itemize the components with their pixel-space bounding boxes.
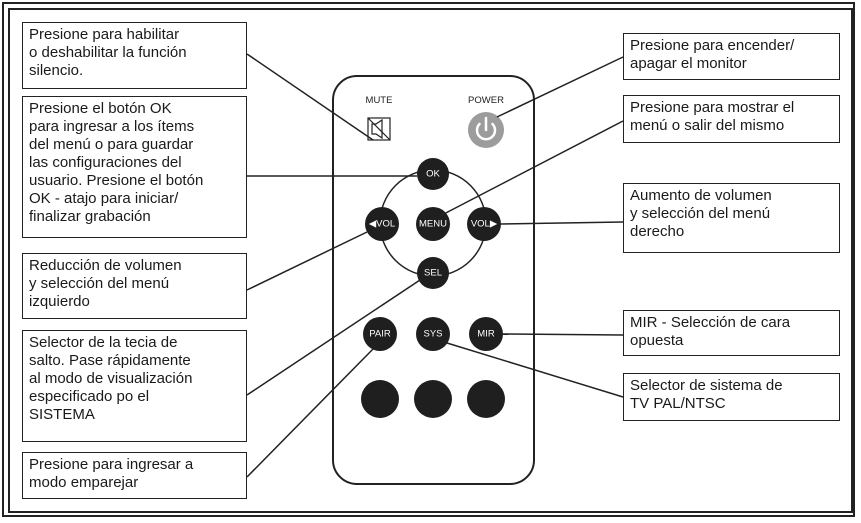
callout-ok: Presione el botón OK para ingresar a los… [22, 96, 247, 238]
pair-button-label: PAIR [369, 329, 391, 340]
sys-button[interactable]: SYS [416, 317, 450, 351]
leader-mute [246, 53, 374, 141]
outer-frame [2, 2, 855, 517]
mute-label: MUTE [366, 95, 393, 106]
leader-vol-right [500, 221, 624, 225]
pair-button[interactable]: PAIR [363, 317, 397, 351]
menu-button[interactable]: MENU [416, 207, 450, 241]
mir-button-label: MIR [477, 329, 495, 340]
inner-frame [8, 8, 853, 513]
callout-menu: Presione para mostrar el menú o salir de… [623, 95, 840, 143]
callout-sys: Selector de sistema de TV PAL/NTSC [623, 373, 840, 421]
callout-mir: MIR - Selección de cara opuesta [623, 310, 840, 356]
mir-button[interactable]: MIR [469, 317, 503, 351]
vol-right-button[interactable]: VOL▶ [467, 207, 501, 241]
sel-button-label: SEL [424, 268, 442, 279]
callout-pair: Presione para ingresar a modo emparejar [22, 452, 247, 499]
blank-button-2[interactable] [414, 380, 452, 418]
callout-vol-right: Aumento de volumen y selección del menú … [623, 183, 840, 253]
ok-button-label: OK [426, 169, 440, 180]
vol-left-button-label: ◀VOL [369, 219, 395, 230]
blank-button-1[interactable] [361, 380, 399, 418]
menu-button-label: MENU [419, 219, 447, 230]
ok-button[interactable]: OK [417, 158, 449, 190]
leader-power [496, 56, 624, 118]
leader-pair [246, 347, 375, 478]
leader-vol-left [246, 231, 368, 291]
leader-sys [446, 342, 624, 398]
callout-sel: Selector de la tecia de salto. Pase rápi… [22, 330, 247, 442]
sys-button-label: SYS [423, 329, 442, 340]
leader-mir [502, 333, 624, 336]
callout-vol-left: Reducción de volumen y selección del men… [22, 253, 247, 319]
sel-button[interactable]: SEL [417, 257, 449, 289]
leader-menu [439, 120, 624, 217]
power-button[interactable] [468, 112, 504, 148]
vol-left-button[interactable]: ◀VOL [365, 207, 399, 241]
callout-mute: Presione para habilitar o deshabilitar l… [22, 22, 247, 89]
blank-button-3[interactable] [467, 380, 505, 418]
leader-sel [246, 279, 421, 396]
power-label: POWER [468, 95, 504, 106]
callout-power: Presione para encender/ apagar el monito… [623, 33, 840, 80]
vol-right-button-label: VOL▶ [471, 219, 498, 230]
mute-icon[interactable] [367, 117, 391, 141]
